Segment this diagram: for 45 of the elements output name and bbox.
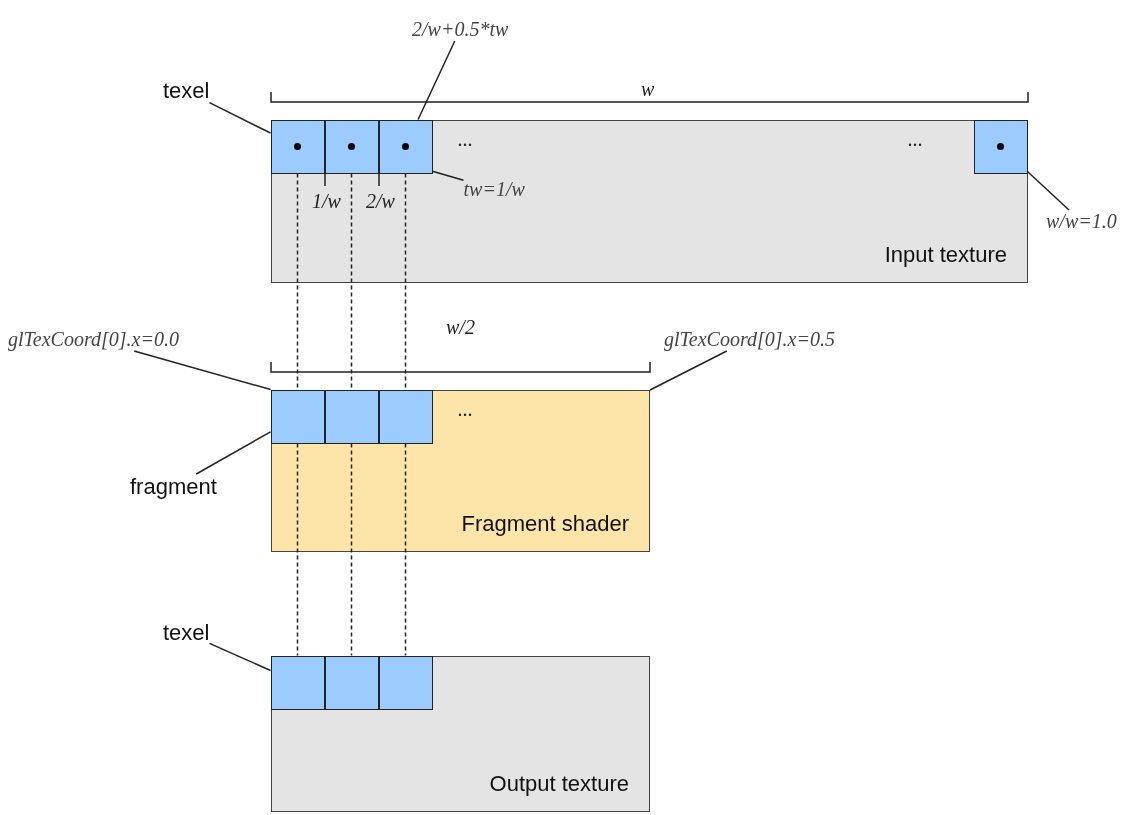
leader-line	[133, 350, 272, 391]
leader-line	[431, 170, 465, 181]
part-label: fragment	[130, 474, 217, 500]
leader-line	[417, 40, 456, 121]
texel-cell	[324, 119, 379, 174]
texel-cell	[270, 119, 325, 174]
texture-panel	[271, 120, 1028, 283]
leader-line	[208, 642, 272, 672]
leader-line	[195, 431, 272, 475]
texel-cell	[973, 119, 1028, 174]
dashed-guide-line	[296, 442, 299, 657]
dashed-guide-line	[404, 442, 407, 657]
texel-cell	[324, 655, 379, 710]
dashed-guide-line	[350, 442, 353, 657]
leader-line	[208, 101, 272, 134]
panel-title: Output texture	[489, 771, 629, 797]
texel-cell	[270, 655, 325, 710]
ellipsis: ...	[458, 398, 473, 421]
leader-line	[649, 350, 728, 391]
panel-title: Fragment shader	[461, 511, 629, 537]
part-label: texel	[163, 78, 210, 104]
shader-panel	[271, 390, 650, 552]
dimension-label: w	[641, 78, 655, 101]
formula-label: tw=1/w	[463, 177, 525, 201]
dashed-guide-line	[350, 172, 353, 391]
formula-label: 2/w+0.5*tw	[412, 18, 509, 41]
ellipsis: ...	[908, 128, 923, 151]
dashed-guide-line	[296, 172, 299, 391]
texel-cell	[378, 119, 433, 174]
dimension-label: w/2	[446, 316, 475, 339]
dimension-label: 1/w	[312, 190, 341, 213]
formula-label: glTexCoord[0].x=0.0	[8, 328, 179, 351]
fragment-cell	[378, 389, 433, 444]
panel-title: Input texture	[884, 242, 1007, 268]
texel-cell	[378, 655, 433, 710]
formula-label: w/w=1.0	[1046, 210, 1117, 233]
part-label: texel	[163, 620, 210, 646]
dashed-guide-line	[404, 172, 407, 391]
texture-panel	[271, 656, 650, 812]
fragment-cell	[270, 389, 325, 444]
ellipsis: ...	[458, 128, 473, 151]
fragment-cell	[324, 389, 379, 444]
leader-line	[1026, 170, 1070, 211]
dimension-label: 2/w	[366, 190, 395, 213]
formula-label: glTexCoord[0].x=0.5	[664, 328, 835, 351]
